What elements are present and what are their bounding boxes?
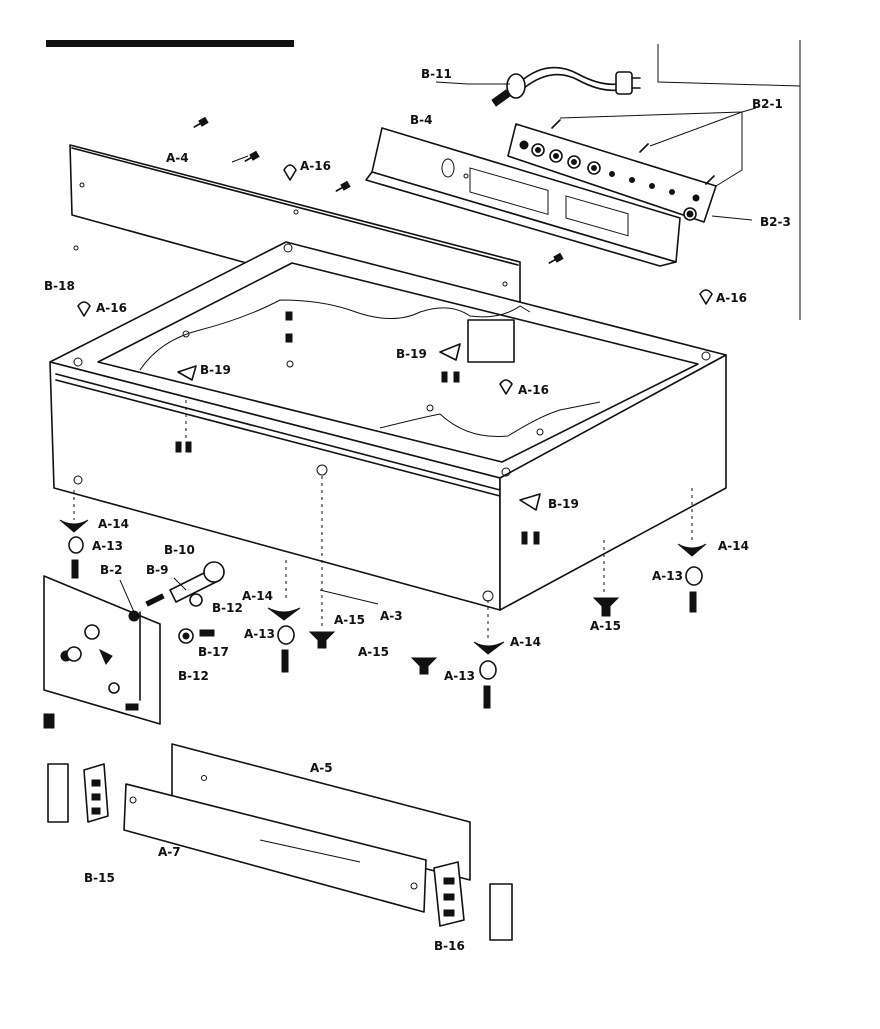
control-shaft-b10: [145, 561, 225, 644]
jack-panel-b2-1: [507, 119, 717, 223]
front-strip-a7: [123, 783, 427, 913]
label-a4: A-4: [166, 151, 189, 165]
label-b4: B-4: [410, 113, 432, 127]
label-a5: A-5: [310, 761, 333, 775]
label-b12-lower: B-12: [178, 669, 209, 683]
label-b10: B-10: [164, 543, 195, 557]
foot-set-left: [59, 519, 89, 579]
foot-set-mid: [267, 607, 301, 673]
label-b17: B-17: [198, 645, 229, 659]
bottom-panel-a5: [171, 743, 471, 881]
label-b2-3: B2-3: [760, 215, 791, 229]
label-a14-left: A-14: [98, 517, 129, 531]
control-bracket-b2: [43, 575, 161, 729]
corner-frame-lines: [657, 40, 801, 320]
label-b12-upper: B-12: [212, 601, 243, 615]
foot-set-right: [677, 543, 707, 613]
label-a7: A-7: [158, 845, 181, 859]
label-a13-right: A-13: [652, 569, 683, 583]
label-b19-left: B-19: [200, 363, 231, 377]
leader-lines: [119, 81, 757, 613]
label-b19-center: B-19: [396, 347, 427, 361]
label-b2-1: B2-1: [752, 97, 783, 111]
label-a15-mid: A-15: [358, 645, 389, 659]
label-b18: B-18: [44, 279, 75, 293]
marker-glyphs-a16: [77, 164, 713, 395]
label-a3: A-3: [380, 609, 403, 623]
assembly-lines: [73, 400, 693, 640]
label-a16-left: A-16: [96, 301, 127, 315]
label-a14-front: A-14: [510, 635, 541, 649]
label-a15-left: A-15: [334, 613, 365, 627]
label-b15: B-15: [84, 871, 115, 885]
label-b16: B-16: [434, 939, 465, 953]
label-a13-front: A-13: [444, 669, 475, 683]
label-b11: B-11: [421, 67, 452, 81]
hinge-b15: [47, 763, 109, 823]
internal-screws: [175, 311, 541, 545]
label-a13-left: A-13: [92, 539, 123, 553]
label-a14-mid: A-14: [242, 589, 273, 603]
label-b9: B-9: [146, 563, 168, 577]
label-a13-mid: A-13: [244, 627, 275, 641]
label-a15-right: A-15: [590, 619, 621, 633]
label-a16-right: A-16: [716, 291, 747, 305]
label-b19-right: B-19: [548, 497, 579, 511]
rear-bracket-b4: [365, 127, 681, 267]
label-a16-top: A-16: [300, 159, 331, 173]
label-a14-right: A-14: [718, 539, 749, 553]
label-b2: B-2: [100, 563, 122, 577]
top-bar-mark: [46, 40, 294, 47]
label-a16-inner: A-16: [518, 383, 549, 397]
foot-set-front: [473, 641, 505, 709]
foot-pads-a15: [308, 597, 620, 675]
main-cabinet-a3: [49, 241, 727, 611]
hinge-b16: [433, 861, 513, 941]
power-cord-b11: [468, 66, 641, 107]
